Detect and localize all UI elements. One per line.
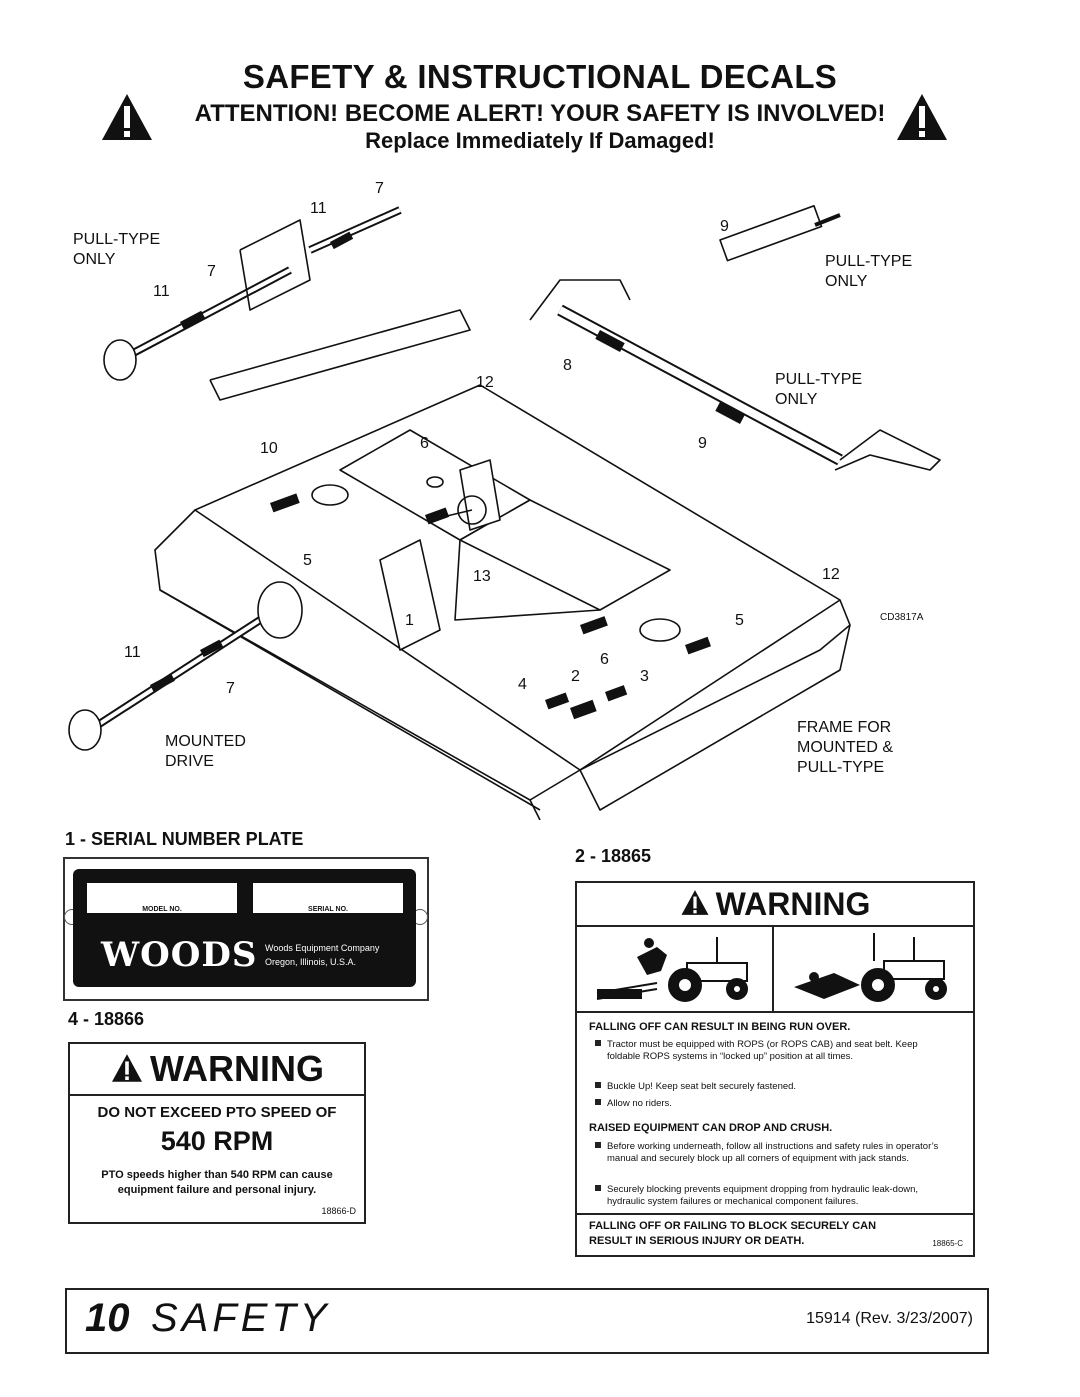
callout-number: 9 — [698, 435, 707, 452]
callout-number: 6 — [420, 435, 429, 452]
company-location: Oregon, Illinois, U.S.A. — [265, 957, 357, 967]
bullet-item: Buckle Up! Keep seat belt securely faste… — [595, 1081, 961, 1093]
serial-plate-heading: 1 - SERIAL NUMBER PLATE — [65, 829, 304, 849]
callout-number: 12 — [822, 566, 840, 583]
callout-number: 5 — [303, 552, 312, 569]
warning-triangle-icon — [112, 1054, 142, 1082]
pto-speed-line: DO NOT EXCEED PTO SPEED OF — [97, 1104, 337, 1121]
callout-number: 8 — [563, 357, 572, 374]
callout-number: 12 — [476, 374, 494, 391]
decal-code: 18865-C — [932, 1239, 963, 1248]
bullet-item: Allow no riders. — [595, 1098, 961, 1110]
decal-18865: WARNING — [575, 881, 975, 1257]
section-name: SAFETY — [151, 1296, 331, 1340]
crush-pictogram-icon — [794, 933, 947, 1002]
run-over-pictogram-icon — [596, 937, 748, 1002]
woods-logo: WOODS — [101, 935, 258, 975]
callout-number: 7 — [375, 180, 384, 197]
callout-number: 9 — [720, 218, 729, 235]
plate-face: MODEL NO. SERIAL NO. WOODS Woods Equipme… — [73, 869, 416, 987]
bullet-item: Before working underneath, follow all in… — [595, 1141, 961, 1165]
warning-header: WARNING — [70, 1044, 364, 1096]
replace-subtitle: Replace Immediately If Damaged! — [365, 128, 715, 153]
decal-code: 18866-D — [321, 1206, 356, 1216]
callout-number: 2 — [571, 668, 580, 685]
pto-caution: PTO speeds higher than 540 RPM can cause… — [101, 1169, 333, 1196]
callout-number: 11 — [153, 283, 170, 300]
page-number: 10 — [85, 1296, 130, 1340]
warning-triangle-icon — [102, 94, 152, 140]
revision-text: 15914 (Rev. 3/23/2007) — [806, 1310, 973, 1327]
decal-4-heading: 4 - 18866 — [68, 1009, 145, 1029]
section-heading: FALLING OFF CAN RESULT IN BEING RUN OVER… — [589, 1021, 851, 1033]
company-info: Woods Equipment Company Oregon, Illinois… — [265, 941, 379, 969]
callout-number: 11 — [124, 644, 141, 661]
serial-number-plate: MODEL NO. SERIAL NO. WOODS Woods Equipme… — [63, 857, 429, 1001]
callout-number: 6 — [600, 651, 609, 668]
model-no-label: MODEL NO. — [142, 906, 182, 913]
warning-triangle-icon — [681, 890, 709, 915]
decal-footer-line: FALLING OFF OR FAILING TO BLOCK SECURELY… — [589, 1220, 877, 1232]
decal-footer-line: RESULT IN SERIOUS INJURY OR DEATH. — [589, 1235, 805, 1247]
warning-header: WARNING — [577, 883, 973, 927]
callout-number: 1 — [405, 612, 414, 629]
warning-triangle-icon — [897, 94, 947, 140]
mower-decal-location-diagram — [68, 204, 941, 820]
callout-number: 7 — [226, 680, 235, 697]
rpm-value: 540 RPM — [160, 1126, 274, 1156]
warning-text: WARNING — [150, 1048, 324, 1089]
company-name: Woods Equipment Company — [265, 943, 380, 953]
callout-number: 5 — [735, 612, 744, 629]
bullet-item: Tractor must be equipped with ROPS (or R… — [595, 1039, 961, 1063]
decal-18866: WARNING DO NOT EXCEED PTO SPEED OF 540 R… — [68, 1042, 366, 1224]
callout-number: 3 — [640, 668, 649, 685]
callout-number: 4 — [518, 676, 527, 693]
callout-number: 11 — [310, 200, 327, 217]
hazard-pictograms — [577, 927, 973, 1013]
callout-number: 13 — [473, 568, 491, 585]
decal-2-heading: 2 - 18865 — [575, 846, 652, 866]
section-heading: RAISED EQUIPMENT CAN DROP AND CRUSH. — [589, 1122, 833, 1134]
page-footer: 10 SAFETY 15914 (Rev. 3/23/2007) — [65, 1288, 989, 1354]
serial-no-box — [253, 883, 403, 913]
callout-number: 10 — [260, 440, 278, 457]
attention-subtitle: ATTENTION! BECOME ALERT! YOUR SAFETY IS … — [194, 100, 886, 127]
serial-no-label: SERIAL NO. — [308, 906, 348, 913]
callout-number: 7 — [207, 263, 216, 280]
warning-text: WARNING — [715, 886, 871, 922]
bullet-item: Securely blocking prevents equipment dro… — [595, 1184, 961, 1208]
model-no-box — [87, 883, 237, 913]
drawing-code: CD3817A — [880, 612, 924, 623]
page-title: SAFETY & INSTRUCTIONAL DECALS — [242, 58, 838, 95]
